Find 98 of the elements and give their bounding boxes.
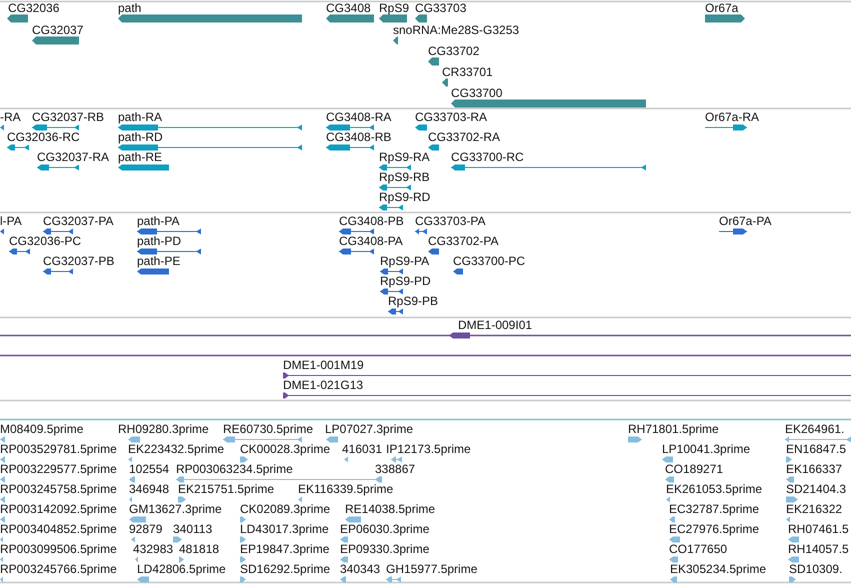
transcript-label: CG33703-RA xyxy=(415,110,488,124)
protein-label: CG3408-PB xyxy=(339,214,404,228)
est-label: EC32787.5prime xyxy=(669,502,760,516)
est-label: EK215751.5prime xyxy=(178,482,274,496)
protein-label: CG32036-PC xyxy=(9,234,82,248)
transcript-label: CG33700-RC xyxy=(451,150,524,164)
clone-label: DME1-021G13 xyxy=(283,378,364,392)
est-label: SD21404.3 xyxy=(786,482,846,496)
protein-label: CG32037-PB xyxy=(43,254,114,268)
protein-label: CG32037-PA xyxy=(43,214,114,228)
protein-label: path-PE xyxy=(137,254,180,268)
est-label: RP003229577.5prime xyxy=(0,462,117,476)
transcript-label: Or67a-RA xyxy=(705,110,760,124)
protein-label: Or67a-PA xyxy=(719,214,772,228)
est-label: RP003142092.5prime xyxy=(0,502,117,516)
transcript-label: RpS9-RA xyxy=(379,150,430,164)
est-label: EK216322 xyxy=(786,502,842,516)
est-label: RH71801.5prime xyxy=(628,422,719,436)
est-label: EP09330.3prime xyxy=(340,542,430,556)
est-label: LP10041.3prime xyxy=(662,442,750,456)
est-label: 416031 xyxy=(342,442,382,456)
est-label: CO177650 xyxy=(669,542,728,556)
est-label: 432983 xyxy=(133,542,174,556)
est-label: EC27976.5prime xyxy=(669,522,760,536)
gene-label: CG33703 xyxy=(415,1,466,15)
est-label: SD10309. xyxy=(789,562,842,576)
est-label: EK305234.5prime xyxy=(670,562,766,576)
transcript-label: path-RE xyxy=(118,150,162,164)
clone-label: DME1-001M19 xyxy=(283,358,364,372)
clone-label: DME1-009I01 xyxy=(458,318,532,332)
est-label: GM13627.3prime xyxy=(129,502,222,516)
protein-label: CG3408-PA xyxy=(339,234,403,248)
est-label: LD42806.5prime xyxy=(137,562,226,576)
est-label: EK223432.5prime xyxy=(128,442,224,456)
transcript-label: CG3408-RB xyxy=(326,130,392,144)
gene-label: RpS9 xyxy=(379,1,410,15)
est-label: LP07027.3prime xyxy=(325,422,414,436)
est-label: CK00028.3prime xyxy=(240,442,330,456)
transcript-label: path-RA xyxy=(118,110,162,124)
est-label: RP003245758.5prime xyxy=(0,482,117,496)
est-label: 346948 xyxy=(129,482,170,496)
est-label: 340343 xyxy=(340,562,380,576)
est-label: 338867 xyxy=(375,462,416,476)
transcript-label: CG3408-RA xyxy=(326,110,392,124)
gene-label: CG3408 xyxy=(326,1,371,15)
est-label: CO189271 xyxy=(665,462,724,476)
transcript-label: RpS9-RD xyxy=(379,190,430,204)
transcript-label: path-RD xyxy=(118,130,163,144)
est-label: EK264961. xyxy=(785,422,844,436)
est-label: IP12173.5prime xyxy=(386,442,471,456)
est-label: EK116339.5prime xyxy=(298,482,394,496)
gene-label: path xyxy=(118,1,142,15)
gene-label: snoRNA:Me28S-G3253 xyxy=(393,23,520,37)
est-label: EN16847.5 xyxy=(786,442,846,456)
est-label: RE60730.5prime xyxy=(223,422,314,436)
est-label: M08409.5prime xyxy=(0,422,84,436)
protein-label: l-PA xyxy=(0,214,22,228)
gene-label: CR33701 xyxy=(442,65,493,79)
est-label: RP003529781.5prime xyxy=(0,442,117,456)
transcript-label: CG32036-RC xyxy=(7,130,80,144)
est-label: RP003245766.5prime xyxy=(0,562,117,576)
protein-label: RpS9-PB xyxy=(388,294,438,308)
gene-label: CG32037 xyxy=(32,23,84,37)
protein-label: path-PD xyxy=(137,234,182,248)
est-label: EP19847.3prime xyxy=(240,542,330,556)
transcript-label: CG33702-RA xyxy=(428,130,500,144)
gene-label: CG32036 xyxy=(8,1,60,15)
est-label: GH15977.5prime xyxy=(386,562,478,576)
transcript-label: -RA xyxy=(0,110,21,124)
est-label: RE14038.5prime xyxy=(345,502,436,516)
protein-label: RpS9-PD xyxy=(380,274,431,288)
protein-label: RpS9-PA xyxy=(380,254,430,268)
est-label: 340113 xyxy=(173,522,212,536)
est-label: EK261053.5prime xyxy=(666,482,762,496)
protein-label: CG33702-PA xyxy=(428,234,498,248)
est-label: RH14057.5 xyxy=(788,542,849,556)
est-label: 92879 xyxy=(129,522,162,536)
protein-label: path-PA xyxy=(137,214,180,228)
protein-label: CG33703-PA xyxy=(415,214,486,228)
protein-label: CG33700-PC xyxy=(453,254,526,268)
gene-label: CG33700 xyxy=(451,86,502,100)
est-label: EP06030.3prime xyxy=(340,522,430,536)
est-label: RP003063234.5prime xyxy=(176,462,293,476)
est-label: 481818 xyxy=(179,542,220,556)
transcript-label: RpS9-RB xyxy=(379,170,430,184)
transcript-label: CG32037-RA xyxy=(37,150,110,164)
est-label: RP003404852.5prime xyxy=(0,522,117,536)
transcript-label: CG32037-RB xyxy=(32,110,104,124)
est-label: LD43017.3prime xyxy=(240,522,329,536)
est-label: RP003099506.5prime xyxy=(0,542,117,556)
gene-label: CG33702 xyxy=(428,44,480,58)
est-label: SD16292.5prime xyxy=(240,562,330,576)
est-label: 102554 xyxy=(129,462,170,476)
est-label: RH07461.5 xyxy=(788,522,849,536)
gene-label: Or67a xyxy=(705,1,738,15)
est-label: CK02089.3prime xyxy=(240,502,330,516)
est-label: RH09280.3prime xyxy=(118,422,209,436)
est-label: EK166337 xyxy=(786,462,842,476)
